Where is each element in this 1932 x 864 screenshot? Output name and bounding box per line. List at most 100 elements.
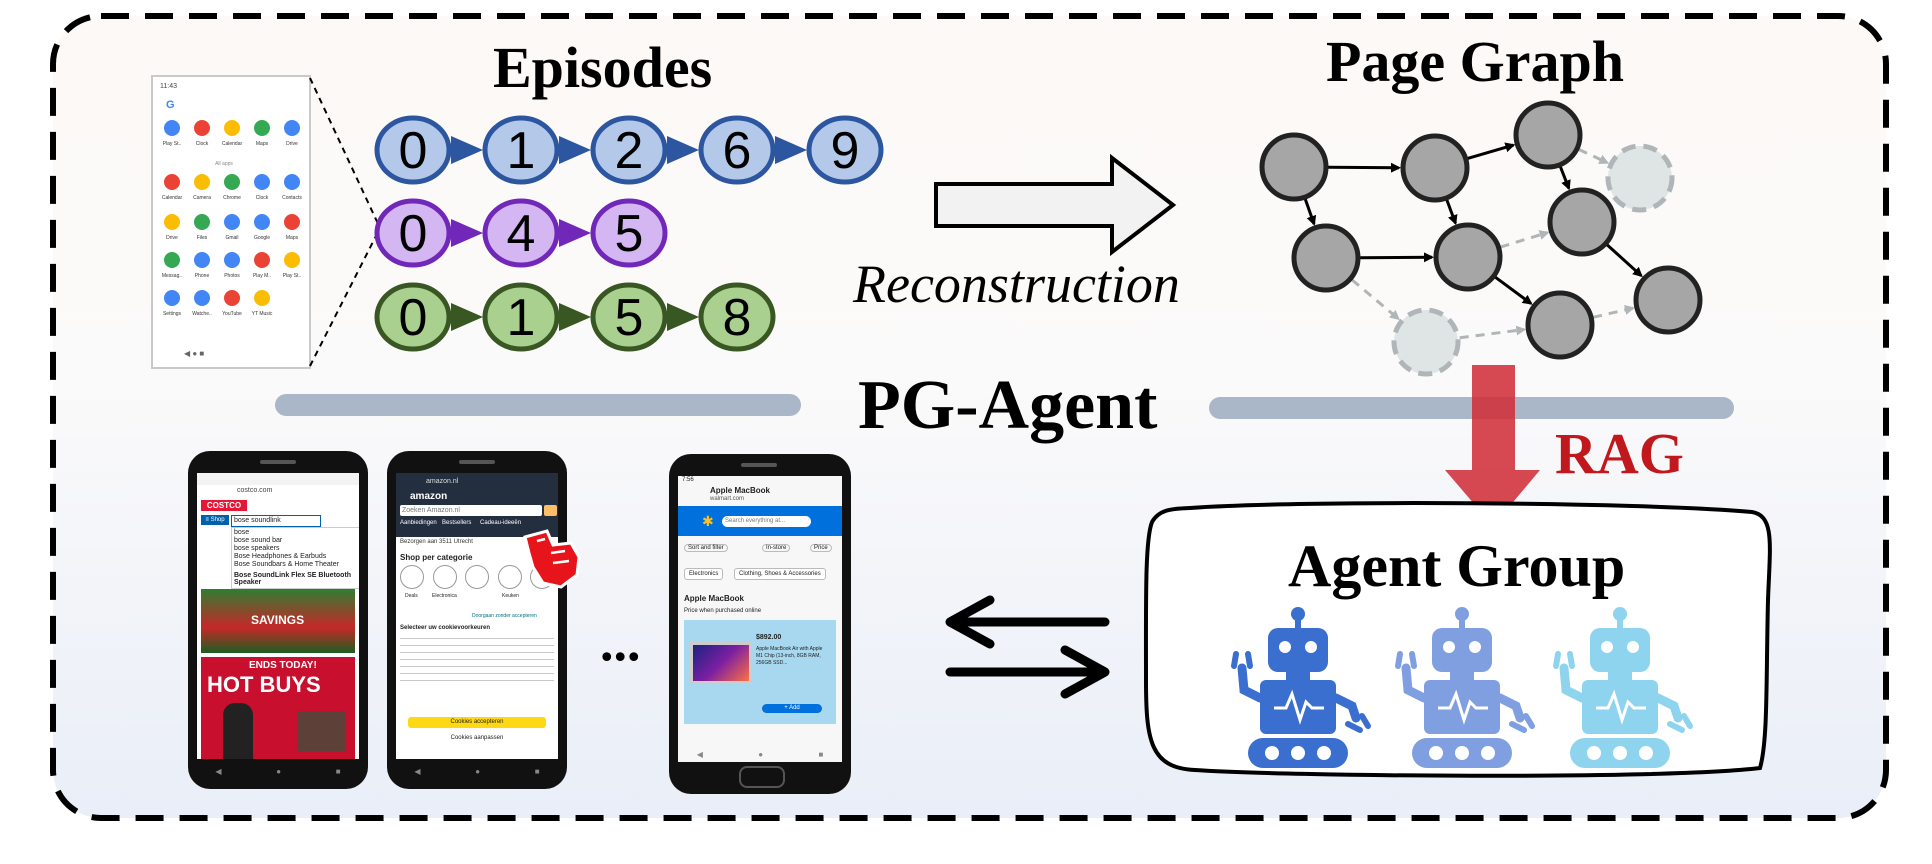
app-label: Calendar [162, 195, 183, 201]
savings-text: SAVINGS [251, 613, 305, 627]
app-icon[interactable] [224, 252, 240, 268]
app-icon[interactable] [194, 290, 210, 306]
app-icon[interactable] [224, 120, 240, 136]
costco-logo: COSTCO [201, 500, 247, 511]
graph-edge [1558, 166, 1571, 191]
episode-arrow [559, 303, 591, 331]
app-icon[interactable] [224, 214, 240, 230]
episode-arrow [451, 303, 483, 331]
suggestion-item[interactable]: Bose Soundbars & Home Theater [234, 561, 339, 568]
graph-node [1633, 265, 1703, 335]
graph-node [1525, 290, 1595, 360]
phone-amazon: amazon.nl amazon Zoeken Amazon.nl Aanbie… [387, 451, 581, 789]
walmart-heading: Apple MacBook [684, 594, 745, 603]
graph-node [1391, 307, 1461, 377]
app-icon[interactable] [164, 290, 180, 306]
app-label: Phone [195, 273, 210, 279]
episode-node-label: 1 [507, 289, 536, 347]
costco-search-input[interactable]: bose soundlink [231, 515, 321, 527]
phone-walmart: 7:56 Apple MacBook walmart.com ✱ Search … [669, 454, 851, 794]
episode-node-label: 6 [723, 122, 752, 180]
walmart-add-button[interactable]: + Add [762, 704, 822, 713]
graph-node [1259, 132, 1329, 202]
amazon-tab[interactable]: Cadeau-ideeën [480, 520, 522, 526]
hand-pointer-icon [523, 529, 581, 589]
walmart-filter-button[interactable]: In-store [762, 544, 791, 552]
app-label: Play St.. [163, 141, 182, 147]
episode-node [590, 198, 668, 268]
costco-suggestions: bose bose sound bar bose speakers Bose H… [231, 527, 359, 589]
app-icon[interactable] [164, 214, 180, 230]
graph-node [1513, 100, 1583, 170]
graph-node [1547, 187, 1617, 257]
walmart-url: walmart.com [710, 496, 745, 502]
app-icon[interactable] [254, 174, 270, 190]
walmart-product-card[interactable]: $892.00 Apple MacBook Air with Apple M1 … [684, 620, 836, 724]
amazon-category[interactable]: Deals [405, 593, 418, 599]
app-icon[interactable] [194, 214, 210, 230]
amazon-category[interactable]: Electronica [432, 593, 457, 599]
bidirectional-arrows [945, 595, 1110, 699]
walmart-filter-button[interactable]: Sort and filter [684, 544, 728, 552]
reconstruction-arrow [934, 153, 1177, 257]
episode-node-label: 0 [399, 205, 428, 263]
walmart-category-chip[interactable]: Electronics [684, 568, 724, 580]
amazon-customize-cookies-button[interactable]: Cookies aanpassen [450, 735, 504, 741]
app-icon[interactable] [254, 120, 270, 136]
graph-edge [1500, 230, 1550, 249]
rag-label: RAG [1555, 421, 1684, 486]
app-icon[interactable] [284, 252, 300, 268]
amazon-tab[interactable]: Bestsellers [442, 520, 472, 526]
app-icon[interactable] [194, 174, 210, 190]
suggestion-item[interactable]: bose speakers [234, 545, 280, 552]
episode-node [374, 282, 452, 352]
app-icon[interactable] [284, 120, 300, 136]
amazon-decline-link[interactable]: Doorgaan zonder accepteren [472, 613, 537, 619]
app-icon[interactable] [164, 120, 180, 136]
episode-node [698, 115, 776, 185]
app-icon[interactable] [254, 214, 270, 230]
amazon-category-header: Shop per categorie [400, 553, 473, 562]
app-icon[interactable] [254, 290, 270, 306]
app-label: YT Music [252, 311, 273, 317]
app-icon[interactable] [164, 252, 180, 268]
amazon-accept-cookies-button[interactable]: Cookies accepteren [408, 717, 546, 728]
app-icon[interactable] [194, 252, 210, 268]
app-icon[interactable] [194, 120, 210, 136]
app-icon[interactable] [164, 174, 180, 190]
graph-edge [1445, 199, 1458, 226]
app-label: Clock [256, 195, 269, 201]
walmart-status-time: 7:56 [682, 477, 694, 483]
robot-icon [1231, 607, 1371, 768]
app-icon[interactable] [284, 174, 300, 190]
walmart-category-chip[interactable]: Clothing, Shoes & Accessories [734, 568, 826, 580]
amazon-search-button[interactable] [544, 505, 557, 516]
suggestion-item[interactable]: Bose Headphones & Earbuds [234, 553, 327, 560]
graph-edge [1606, 243, 1643, 278]
walmart-filter-button[interactable]: Price [810, 544, 832, 552]
app-icon[interactable] [224, 174, 240, 190]
episode-arrow [451, 219, 483, 247]
agent-group-title: Agent Group [1288, 533, 1626, 599]
graph-edge [1303, 198, 1317, 226]
amazon-category[interactable]: Keuken [502, 593, 519, 599]
suggestion-item[interactable]: bose sound bar [234, 537, 283, 544]
suggestion-product[interactable]: Bose SoundLink Flex SE Bluetooth Speaker [234, 572, 352, 586]
amazon-search-input[interactable]: Zoeken Amazon.nl [400, 505, 542, 516]
costco-shop-button[interactable]: ≡ Shop [201, 515, 229, 525]
app-label: Drive [166, 235, 178, 241]
suggestion-item[interactable]: bose [234, 529, 250, 536]
amazon-tab[interactable]: Aanbiedingen [400, 520, 437, 526]
costco-url: costco.com [237, 487, 273, 494]
amazon-logo: amazon [410, 491, 448, 502]
hot-buys-text: HOT BUYS [207, 672, 321, 697]
episode-node [482, 115, 560, 185]
app-icon[interactable] [284, 214, 300, 230]
graph-node [1433, 222, 1503, 292]
app-label: Contacts [282, 195, 302, 201]
app-icon[interactable] [224, 290, 240, 306]
walmart-search-input[interactable]: Search everything at... [722, 516, 811, 527]
app-label: Maps [286, 235, 299, 241]
app-icon[interactable] [254, 252, 270, 268]
